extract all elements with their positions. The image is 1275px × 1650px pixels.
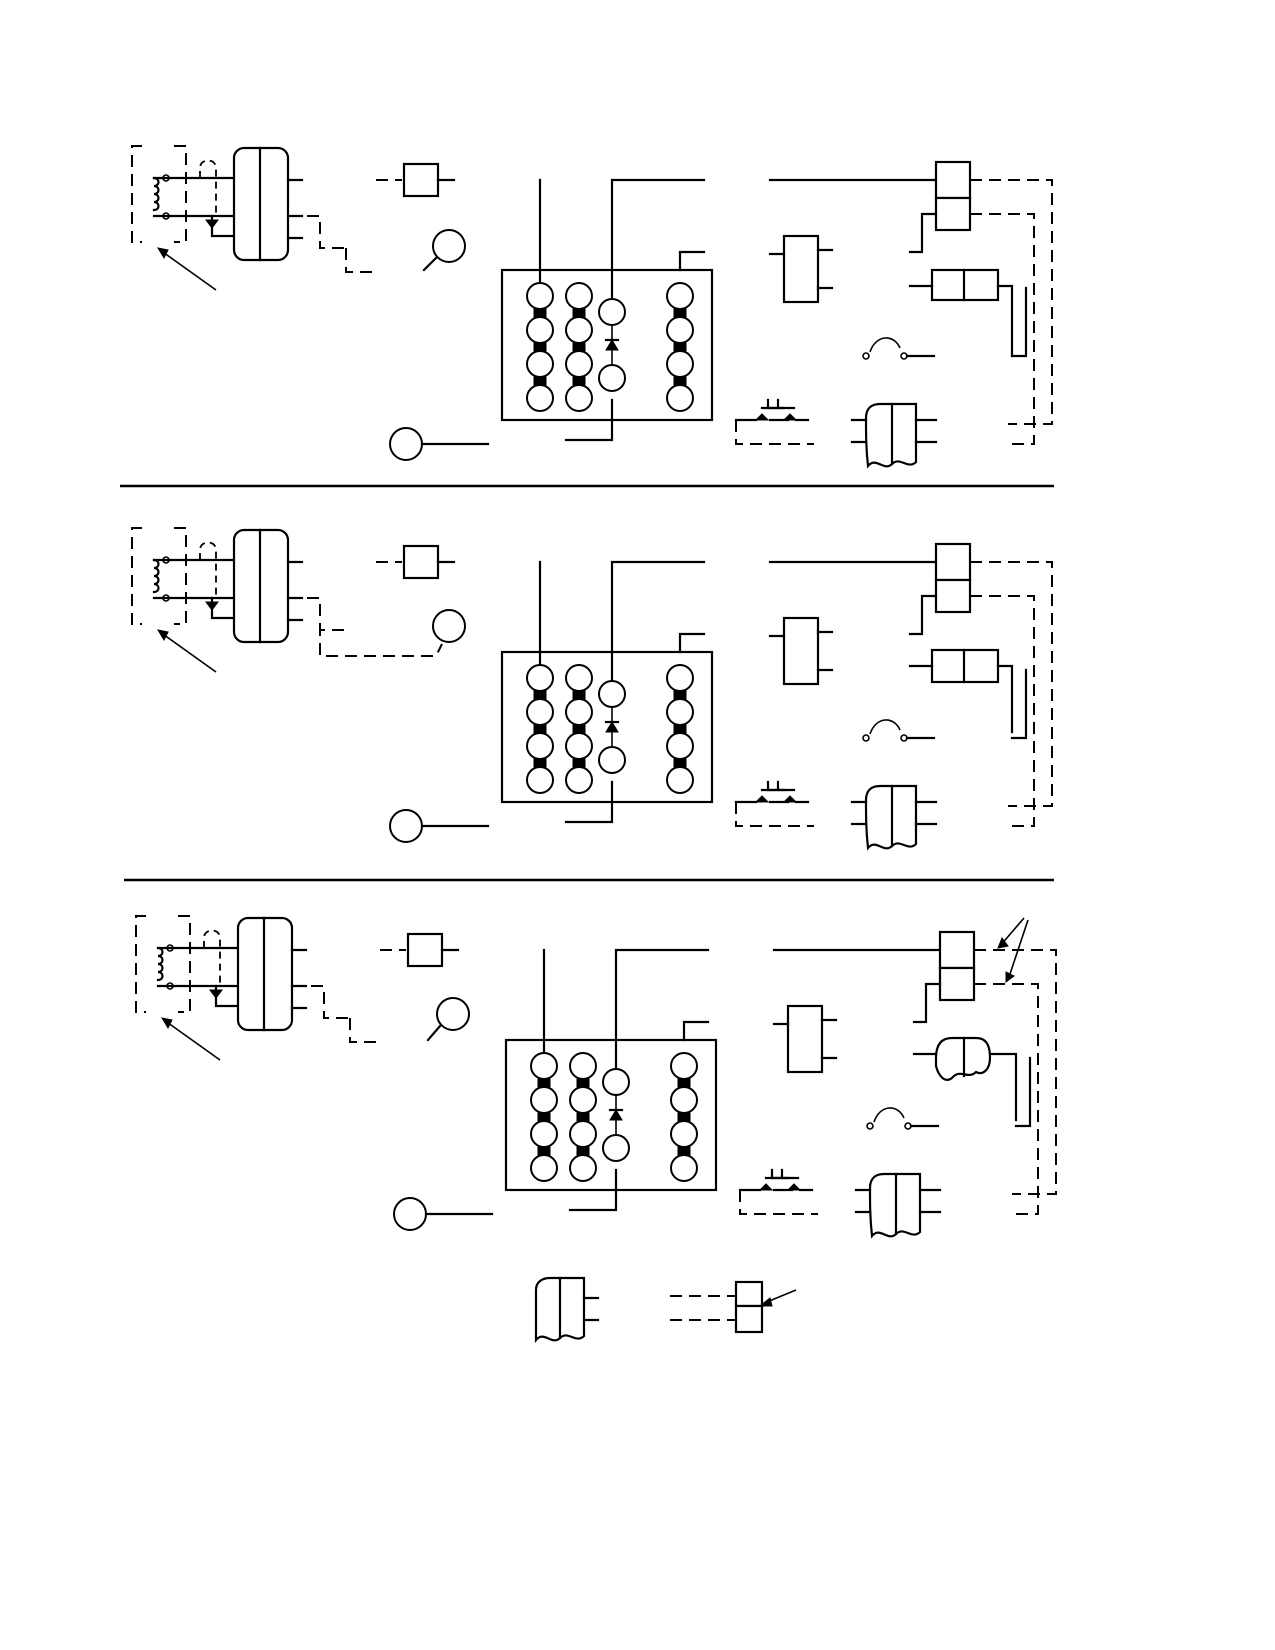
- round-connector-lead: [426, 1024, 442, 1042]
- round-connector: [432, 609, 466, 643]
- panel-2: [130, 526, 1054, 850]
- panel-3: [134, 914, 1058, 1238]
- round-connector-lead: [422, 256, 438, 272]
- round-connector: [432, 229, 466, 263]
- callout-arrowheads: [997, 936, 1015, 983]
- legend-two-pin-connector: [670, 1280, 797, 1334]
- panel-1: [130, 144, 1054, 468]
- fuse-lead-dashed: [319, 624, 443, 657]
- round-connector: [436, 997, 470, 1031]
- fuse-lead-dashed: [345, 248, 376, 273]
- plug-connector-small-leads: [912, 1052, 1018, 1122]
- fuse-lead-dashed: [349, 1018, 378, 1043]
- legend-plug-connector: [534, 1276, 600, 1344]
- inline-socket-leads: [908, 664, 1014, 734]
- inline-socket-leads: [908, 284, 1014, 358]
